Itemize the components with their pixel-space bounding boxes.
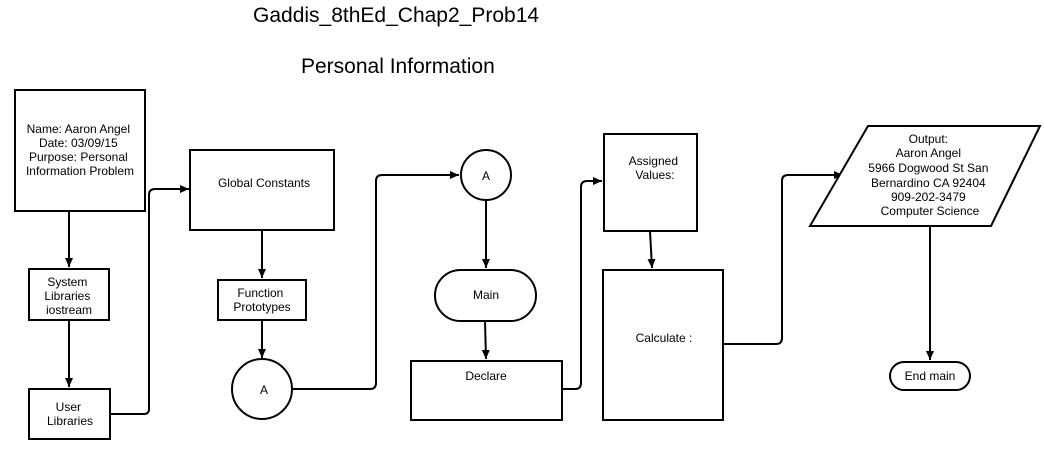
edge-connector-out-to-connector-in <box>293 171 459 390</box>
node-end-main-label: End main <box>905 369 956 383</box>
label-line: Purpose: Personal <box>29 150 128 164</box>
label-line: Bernardino CA 92404 <box>871 176 986 190</box>
node-connector-in-label: A <box>482 169 490 183</box>
label-line: Name: Aaron Angel <box>27 122 130 136</box>
label-line: Assigned <box>629 154 678 168</box>
node-assigned-values-label: Assigned Values: <box>629 154 682 182</box>
node-calculate: Calculate : <box>602 269 724 421</box>
edge-assigned-values-to-calculate <box>647 230 656 269</box>
node-function-prototypes-label: Function Prototypes <box>233 286 290 314</box>
label-line: System <box>47 275 87 289</box>
edge-declare-to-assigned-values <box>562 177 602 390</box>
label-line: Prototypes <box>233 300 290 314</box>
edges <box>65 171 934 415</box>
label-line: A <box>260 383 268 397</box>
label-line: Date: 03/09/15 <box>39 136 118 150</box>
label-line: Aaron Angel <box>896 146 961 160</box>
node-connector-in: A <box>460 149 512 201</box>
node-connector-out-label: A <box>260 383 268 397</box>
node-calculate-label: Calculate : <box>636 331 693 345</box>
label-line: Values: <box>635 168 674 182</box>
label-line: Declare <box>465 369 507 383</box>
label-line: Computer Science <box>881 204 980 218</box>
label-line: User <box>56 400 81 414</box>
label-line: Output: <box>909 132 948 146</box>
label-line: 5966 Dogwood St San <box>868 161 988 175</box>
node-user-libraries-label: User Libraries <box>47 400 93 428</box>
edge-calculate-to-output <box>723 171 843 345</box>
edge-user-libraries-to-global-constants <box>110 185 189 415</box>
node-output: Output: Aaron Angel 5966 Dogwood St San … <box>808 125 1042 227</box>
node-global-constants: Global Constants <box>189 149 335 231</box>
node-system-libraries: System Libraries iostream <box>28 268 110 321</box>
label-line: Calculate : <box>636 331 693 345</box>
label-line: Libraries <box>47 414 93 428</box>
label-line: Main <box>473 288 499 302</box>
node-output-label: Output: Aaron Angel 5966 Dogwood St San … <box>868 132 991 218</box>
node-function-prototypes: Function Prototypes <box>217 279 307 321</box>
label-line: End main <box>905 369 956 383</box>
node-declare: Declare <box>410 360 563 421</box>
label-line: iostream <box>46 303 92 317</box>
label-line: Information Problem <box>26 164 134 178</box>
node-system-libraries-label: System Libraries iostream <box>44 275 93 317</box>
node-main: Main <box>434 269 537 322</box>
node-header: Name: Aaron Angel Date: 03/09/15 Purpose… <box>14 89 146 212</box>
label-line: Global Constants <box>218 176 310 190</box>
node-header-label: Name: Aaron Angel Date: 03/09/15 Purpose… <box>26 122 134 178</box>
label-line: Libraries <box>44 289 90 303</box>
diagram-title: Gaddis_8thEd_Chap2_Prob14 <box>253 4 540 27</box>
node-end-main: End main <box>889 361 971 391</box>
node-main-label: Main <box>473 288 499 302</box>
node-assigned-values: Assigned Values: <box>603 133 698 232</box>
node-connector-out: A <box>231 358 293 420</box>
node-user-libraries: User Libraries <box>28 388 111 440</box>
label-line: 909-202-3479 <box>891 190 966 204</box>
node-declare-label: Declare <box>465 369 507 383</box>
label-line: A <box>482 169 490 183</box>
label-line: Function <box>237 286 283 300</box>
diagram-subtitle: Personal Information <box>301 55 495 78</box>
edge-main-to-declare <box>481 320 490 360</box>
node-global-constants-label: Global Constants <box>218 176 310 190</box>
